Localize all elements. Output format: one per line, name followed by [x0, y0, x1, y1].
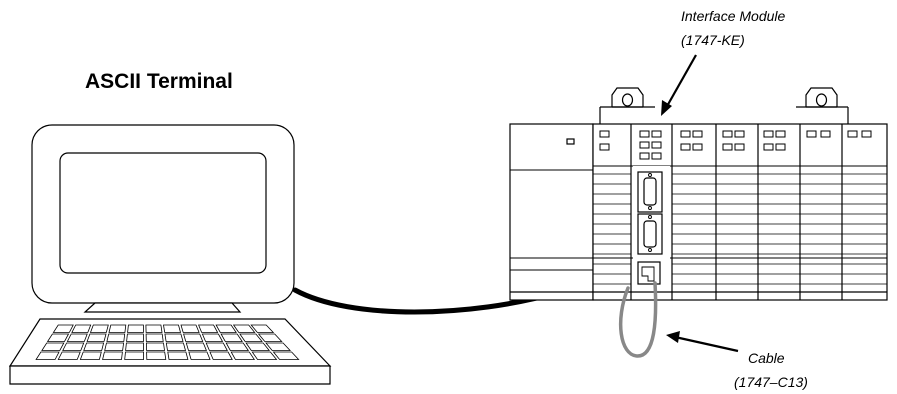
keyboard-key — [225, 342, 250, 351]
keyboard-key — [165, 342, 187, 351]
interface-module-arrow — [661, 54, 697, 116]
status-led — [775, 130, 786, 138]
config-port-connector — [643, 177, 657, 206]
keyboard-key — [125, 342, 145, 351]
status-led — [680, 143, 691, 151]
dh485-cable — [618, 281, 658, 358]
status-led — [775, 143, 786, 151]
keyboard-key — [35, 351, 60, 360]
keyboard-key — [232, 324, 256, 333]
keyboard-front — [9, 365, 331, 385]
slot-dividers — [630, 124, 843, 300]
interface-module-label: Interface Module — [681, 8, 785, 24]
keyboard-key — [127, 324, 144, 333]
status-led — [763, 130, 774, 138]
keyboard-key — [126, 333, 144, 342]
status-led — [692, 143, 703, 151]
keyboard-key — [104, 342, 125, 351]
keyboard-key — [89, 324, 109, 333]
status-led — [861, 130, 872, 138]
status-led — [847, 130, 858, 138]
keyboard-key — [250, 324, 275, 333]
keyboard-key — [205, 342, 228, 351]
keyboard-key — [102, 351, 123, 360]
power-indicator — [566, 138, 575, 145]
keyboard-keys — [35, 324, 300, 360]
keyboard-key — [145, 333, 164, 342]
power-supply — [509, 123, 594, 301]
slc-chassis — [509, 87, 888, 301]
keyboard-key — [52, 324, 74, 333]
keyboard-key — [230, 351, 256, 360]
status-led — [651, 130, 662, 138]
keyboard-key — [106, 333, 126, 342]
status-led — [722, 143, 733, 151]
monitor-base — [83, 302, 242, 313]
interface-module-part: (1747-KE) — [681, 32, 745, 48]
keyboard-key — [46, 333, 70, 342]
monitor-screen — [59, 152, 267, 274]
keyboard-key — [145, 342, 165, 351]
monitor — [31, 124, 295, 313]
status-led — [734, 130, 745, 138]
keyboard-key — [215, 324, 237, 333]
keyboard-key — [272, 351, 300, 360]
keyboard-key — [198, 324, 219, 333]
ascii-terminal — [8, 124, 332, 385]
status-led — [599, 130, 610, 138]
keyboard-key — [251, 351, 278, 360]
mounting-tab-right — [796, 87, 849, 124]
keyboard-key — [183, 333, 204, 342]
status-led — [692, 130, 703, 138]
cable-part: (1747–C13) — [734, 374, 808, 390]
terminal-title: ASCII Terminal — [85, 70, 233, 93]
keyboard-key — [265, 342, 292, 351]
keyboard-key — [71, 324, 92, 333]
keyboard-key — [163, 324, 182, 333]
keyboard-key — [62, 342, 85, 351]
module-face-lines — [593, 165, 887, 285]
status-led — [639, 152, 650, 160]
keyboard-key — [209, 351, 233, 360]
status-led — [651, 141, 662, 149]
keyboard-key — [220, 333, 243, 342]
status-led — [722, 130, 733, 138]
keyboard-key — [57, 351, 81, 360]
keyboard-key — [145, 324, 163, 333]
keyboard-key — [257, 333, 283, 342]
status-led — [820, 130, 831, 138]
status-led — [763, 143, 774, 151]
status-led — [599, 143, 610, 151]
keyboard-key — [124, 351, 144, 360]
keyboard-key — [66, 333, 88, 342]
keyboard-key — [201, 333, 224, 342]
df1-port-connector — [643, 220, 657, 248]
mounting-tab-left — [599, 87, 655, 124]
status-led — [734, 143, 745, 151]
keyboard-key — [86, 333, 107, 342]
status-led — [639, 130, 650, 138]
keyboard-key — [164, 333, 184, 342]
keyboard-key — [79, 351, 102, 360]
status-led — [680, 130, 691, 138]
keyboard-key — [180, 324, 200, 333]
slot-leds — [599, 130, 872, 160]
status-led — [639, 141, 650, 149]
keyboard-key — [167, 351, 189, 360]
status-led — [651, 152, 662, 160]
interface-module-1747-ke — [633, 166, 670, 290]
keyboard — [8, 318, 332, 385]
keyboard-key — [146, 351, 167, 360]
cable-label: Cable — [748, 350, 785, 366]
keyboard-key — [245, 342, 271, 351]
keyboard-key — [239, 333, 263, 342]
keyboard-key — [188, 351, 211, 360]
keyboard-key — [108, 324, 127, 333]
keyboard-key — [41, 342, 65, 351]
cable-arrow — [666, 331, 739, 353]
keyboard-key — [185, 342, 207, 351]
dh485-port — [637, 261, 661, 285]
keyboard-key — [83, 342, 105, 351]
status-led — [806, 130, 817, 138]
